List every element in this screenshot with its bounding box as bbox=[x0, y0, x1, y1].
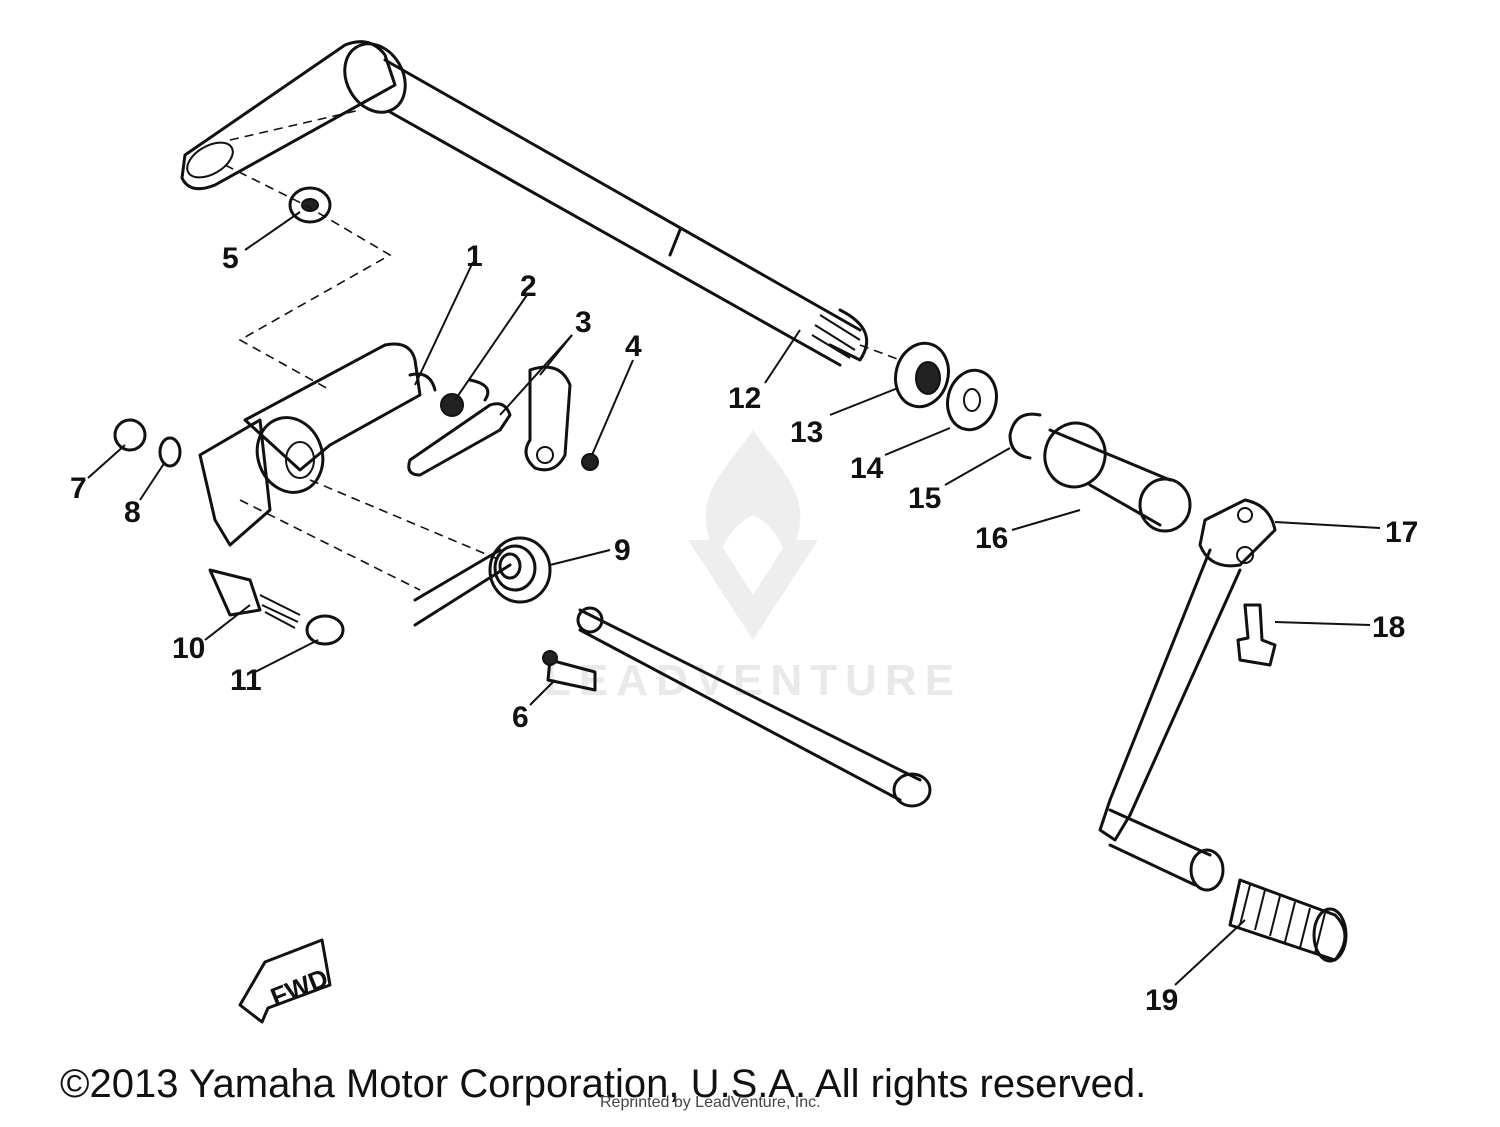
assembly-line bbox=[229, 109, 361, 141]
watermark-text: LEADVENTURE bbox=[543, 656, 963, 705]
callout-5: 5 bbox=[222, 242, 239, 275]
shift-pawls-part bbox=[407, 365, 599, 477]
leadventure-logo-watermark bbox=[688, 430, 818, 640]
callout-13: 13 bbox=[790, 416, 823, 449]
shift-arm-assembly bbox=[113, 342, 490, 547]
assembly-line bbox=[309, 479, 501, 561]
collar-part bbox=[542, 650, 597, 692]
callout-1: 1 bbox=[466, 240, 483, 273]
pinch-bolt-part bbox=[1236, 603, 1277, 667]
assembly-line bbox=[239, 499, 421, 591]
adjuster-bolt-part bbox=[208, 568, 345, 646]
shift-pedal-part bbox=[1098, 498, 1277, 892]
callout-11: 11 bbox=[230, 664, 262, 697]
callout-10: 10 bbox=[172, 632, 205, 665]
assembly-line bbox=[859, 344, 901, 361]
circlip-part bbox=[1008, 412, 1042, 460]
bushing-part bbox=[1043, 421, 1192, 533]
shift-shaft-part bbox=[180, 40, 869, 367]
callout-4: 4 bbox=[625, 330, 642, 363]
plain-washer-part bbox=[946, 368, 998, 432]
fwd-label: FWD bbox=[266, 962, 332, 1012]
oil-seal-part bbox=[894, 341, 950, 409]
shift-rod-part bbox=[576, 606, 932, 808]
callout-3: 3 bbox=[575, 306, 592, 339]
callout-18: 18 bbox=[1372, 611, 1405, 644]
copyright-notice: ©2013 Yamaha Motor Corporation, U.S.A. A… bbox=[60, 1062, 1147, 1106]
callout-8: 8 bbox=[124, 496, 141, 529]
callout-19: 19 bbox=[1145, 984, 1178, 1017]
leader-lines bbox=[87, 211, 1381, 986]
callout-12: 12 bbox=[728, 382, 761, 415]
return-spring-part bbox=[413, 536, 552, 627]
forward-direction-marker: FWD bbox=[238, 938, 332, 1024]
callout-16: 16 bbox=[975, 522, 1008, 555]
callout-14: 14 bbox=[850, 452, 884, 485]
assembly-line bbox=[224, 164, 392, 391]
callout-9: 9 bbox=[614, 534, 631, 567]
callout-6: 6 bbox=[512, 701, 529, 734]
reprint-credit: Reprinted by LeadVenture, Inc. bbox=[600, 1094, 821, 1111]
washer-part bbox=[288, 186, 332, 224]
callout-2: 2 bbox=[520, 270, 537, 303]
callout-17: 17 bbox=[1385, 516, 1418, 549]
pedal-rubber-part bbox=[1228, 878, 1348, 963]
callout-15: 15 bbox=[908, 482, 941, 515]
callout-7: 7 bbox=[70, 472, 87, 505]
